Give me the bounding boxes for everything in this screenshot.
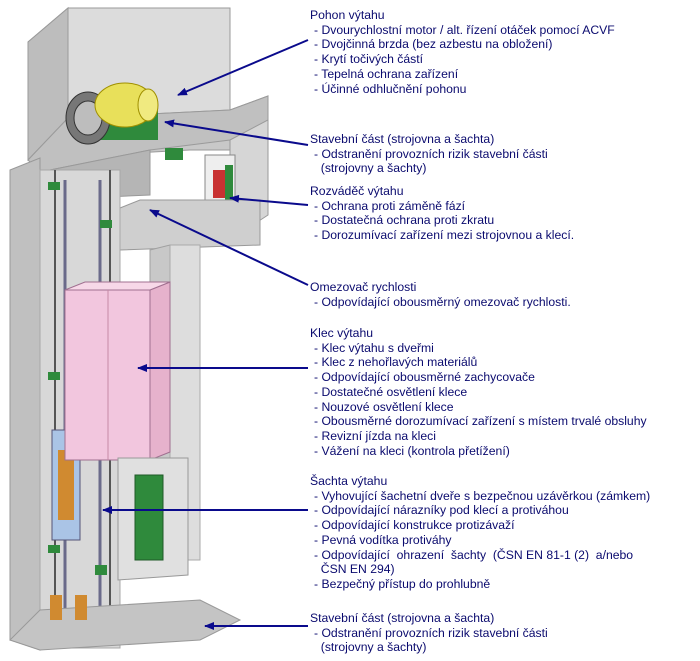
list-item: Odpovídající obousměrný omezovač rychlos… [314, 295, 570, 310]
callout-list: Vyhovující šachetní dveře s bezpečnou uz… [310, 489, 650, 592]
list-item: Pevná vodítka protiváhy [314, 533, 650, 548]
counterweight [51, 429, 81, 541]
list-item: Revizní jízda na kleci [314, 429, 647, 444]
callout-drive: Pohon výtahu Dvourychlostní motor / alt.… [310, 8, 615, 96]
callout-title: Rozváděč výtahu [310, 184, 404, 198]
callout-structure-bottom: Stavební část (strojovna a šachta) Odstr… [310, 611, 548, 655]
list-item: Dostatečná ochrana proti zkratu [314, 213, 574, 228]
list-item: Odpovídající nárazníky pod klecí a proti… [314, 503, 650, 518]
list-item: Klec výtahu s dveřmi [314, 341, 647, 356]
pit [9, 565, 242, 651]
landing-door [117, 457, 189, 581]
list-item: Krytí točivých částí [314, 52, 615, 67]
callout-list: Odstranění provozních rizik stavební čás… [310, 626, 548, 655]
callout-title: Stavební část (strojovna a šachta) [310, 132, 495, 146]
callout-title: Klec výtahu [310, 326, 374, 340]
list-item: Vyhovující šachetní dveře s bezpečnou uz… [314, 489, 650, 504]
drive-unit [65, 82, 183, 160]
arrow-drive [177, 39, 309, 96]
list-item: Tepelná ochrana zařízení [314, 67, 615, 82]
list-item: Odpovídající konstrukce protizávaží [314, 518, 650, 533]
list-item: Dorozumívací zařízení mezi strojovnou a … [314, 228, 574, 243]
callout-switchboard: Rozváděč výtahu Ochrana proti záměně fáz… [310, 184, 574, 243]
callout-structure-top: Stavební část (strojovna a šachta) Odstr… [310, 132, 548, 176]
list-item: Účinné odhlučnění pohonu [314, 82, 615, 97]
list-item: Odpovídající obousměrné zachycovače [314, 370, 647, 385]
list-item: Vážení na kleci (kontrola přetížení) [314, 444, 647, 459]
list-item: Nouzové osvětlení klece [314, 400, 647, 415]
callout-cabin: Klec výtahu Klec výtahu s dveřmi Klec z … [310, 326, 647, 458]
callout-list: Ochrana proti záměně fází Dostatečná och… [310, 199, 574, 243]
list-item: Odpovídající ohrazení šachty (ČSN EN 81-… [314, 548, 650, 577]
callout-arrows [102, 39, 309, 630]
callout-list: Odstranění provozních rizik stavební čás… [310, 147, 548, 176]
callout-list: Dvourychlostní motor / alt. řízení otáče… [310, 23, 615, 97]
list-item: Dvojčinná brzda (bez azbestu na obložení… [314, 37, 615, 52]
list-item: Odstranění provozních rizik stavební čás… [314, 626, 548, 655]
arrow-switchboard [229, 194, 309, 206]
list-item: Dvourychlostní motor / alt. řízení otáče… [314, 23, 614, 38]
list-item: Dostatečné osvětlení klece [314, 385, 647, 400]
list-item: Ochrana proti záměně fází [314, 199, 574, 214]
callout-title: Omezovač rychlosti [310, 280, 417, 294]
list-item: Obousměrné dorozumívací zařízení s míste… [314, 414, 646, 429]
callout-shaft: Šachta výtahu Vyhovující šachetní dveře … [310, 474, 650, 592]
callout-list: Odpovídající obousměrný omezovač rychlos… [310, 295, 570, 310]
callout-title: Stavební část (strojovna a šachta) [310, 611, 495, 625]
callout-list: Klec výtahu s dveřmi Klec z nehořlavých … [310, 341, 647, 459]
arrow-governor [149, 209, 309, 286]
list-item: Klec z nehořlavých materiálů [314, 355, 647, 370]
list-item: Odstranění provozních rizik stavební čás… [314, 147, 548, 176]
cabin [64, 281, 171, 461]
callout-governor: Omezovač rychlosti Odpovídající obousměr… [310, 280, 571, 309]
callout-title: Pohon výtahu [310, 8, 385, 22]
arrow-structure-top [164, 119, 309, 146]
callout-title: Šachta výtahu [310, 474, 388, 488]
list-item: Bezpečný přístup do prohlubně [314, 577, 650, 592]
